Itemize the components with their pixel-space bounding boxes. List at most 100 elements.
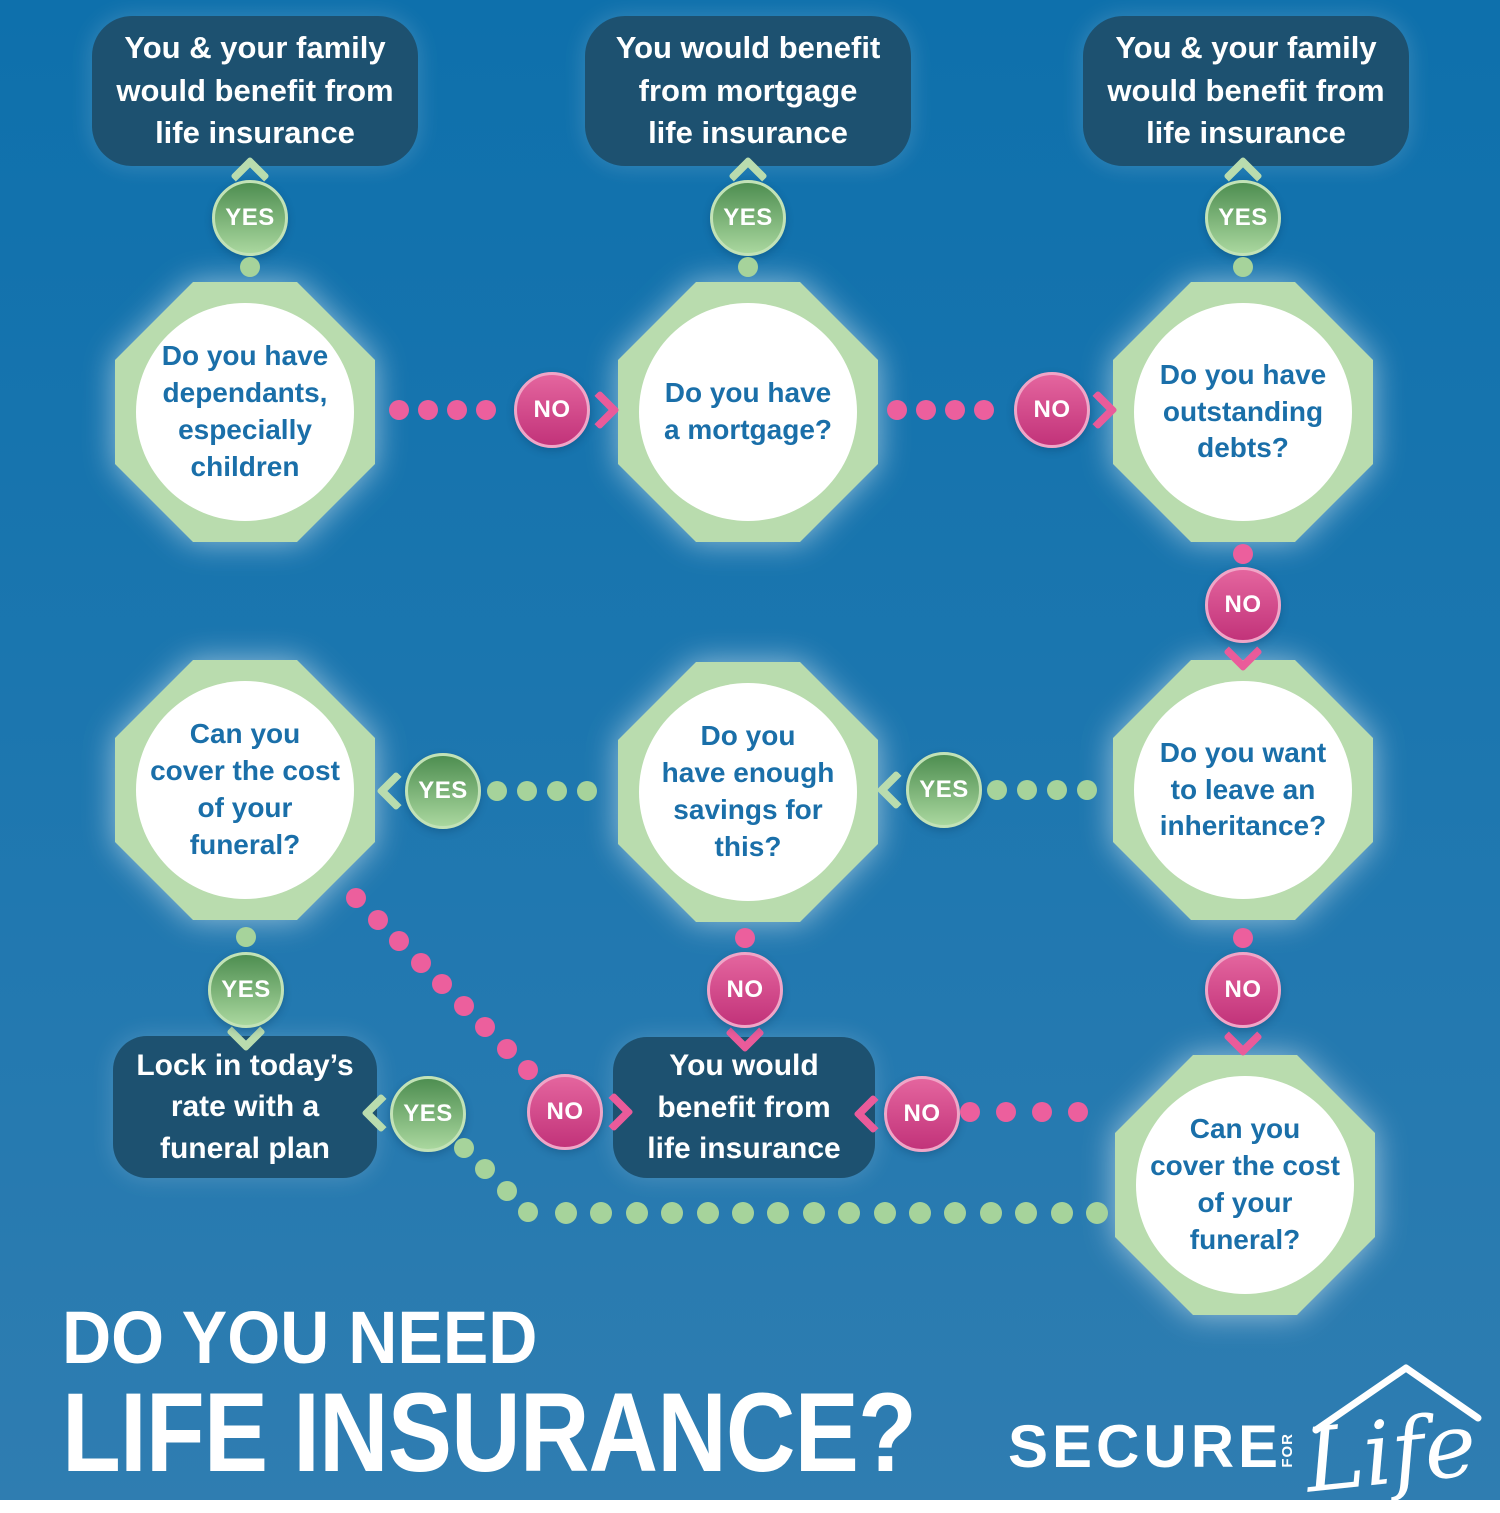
question-circle: Can you cover the cost of your funeral? — [1136, 1076, 1354, 1294]
connector-dot — [389, 400, 409, 420]
connector-dot — [944, 1202, 967, 1224]
connector-dot — [496, 1180, 517, 1201]
question-octagon-savings: Do you have enough savings for this? — [618, 662, 878, 922]
question-line: dependants, — [162, 377, 328, 409]
yes-badge: YES — [405, 753, 481, 829]
connector-dot — [432, 974, 452, 994]
connector-dot — [802, 1202, 825, 1224]
connector-dot — [1050, 1202, 1073, 1224]
connector-dot — [454, 1138, 474, 1158]
question-line: of your — [197, 792, 293, 823]
connector-dot — [517, 1201, 538, 1222]
question-line: cover the cost — [150, 755, 340, 787]
question-line: have enough — [661, 757, 835, 789]
question-circle: Do you have outstanding debts? — [1134, 303, 1352, 521]
connector-dot — [987, 780, 1007, 800]
question-line: Do you — [700, 720, 796, 752]
no-badge: NO — [884, 1076, 960, 1152]
question-line: Do you have — [161, 340, 329, 372]
connector-dot — [996, 1102, 1016, 1122]
outcome-line: life insurance — [1146, 115, 1346, 151]
question-line: a mortgage? — [663, 414, 833, 445]
question-octagon-inheritance: Do you want to leave an inheritance? — [1113, 660, 1373, 920]
connector-dot — [1233, 928, 1253, 948]
yes-label: YES — [1218, 204, 1268, 231]
question-line: funeral? — [189, 828, 301, 860]
connector-dot — [1017, 780, 1037, 800]
house-roof-icon — [1312, 1364, 1482, 1434]
no-badge: NO — [527, 1074, 603, 1150]
connector-dot — [1233, 257, 1253, 277]
connector-dot — [1233, 544, 1253, 564]
connector-dot — [517, 781, 537, 801]
no-label: NO — [1033, 396, 1071, 423]
connector-dot — [887, 400, 907, 420]
connector-dot — [590, 1202, 613, 1224]
question-line: especially — [178, 414, 312, 445]
outcome-line: would benefit from — [116, 72, 394, 108]
question-line: Can you — [189, 718, 301, 750]
question-line: debts? — [1197, 432, 1289, 464]
logo-for-text: FOR — [1279, 1433, 1297, 1468]
connector-dot — [236, 927, 256, 947]
outcome-line: Lock in today’s — [136, 1048, 354, 1082]
question-line: children — [190, 450, 300, 482]
question-octagon-dependants: Do you have dependants, especially child… — [115, 282, 375, 542]
connector-dot — [738, 257, 758, 277]
no-badge: NO — [1014, 372, 1090, 448]
connector-dot — [735, 928, 755, 948]
no-label: NO — [1224, 976, 1262, 1003]
connector-dot — [555, 1202, 577, 1224]
connector-dot — [447, 400, 467, 420]
no-label: NO — [533, 396, 571, 423]
outcome-line: life insurance — [648, 115, 848, 151]
connector-dot — [767, 1202, 790, 1224]
connector-dot — [577, 781, 597, 801]
yes-label: YES — [225, 204, 275, 231]
outcome-box-family-left: You & your family would benefit from lif… — [92, 16, 418, 166]
connector-dot — [1047, 780, 1067, 800]
connector-dot — [367, 909, 388, 930]
outcome-line: You would benefit — [615, 29, 881, 65]
outcome-line: life insurance — [647, 1132, 841, 1166]
question-line: cover the cost — [1150, 1150, 1340, 1182]
question-line: savings for — [673, 794, 823, 825]
yes-badge: YES — [710, 180, 786, 256]
question-line: of your — [1197, 1187, 1293, 1218]
logo-secure-text: SECURE — [1008, 1412, 1283, 1480]
connector-dot — [476, 400, 496, 420]
connector-dot — [1077, 780, 1097, 800]
question-circle: Can you cover the cost of your funeral? — [136, 681, 354, 899]
question-octagon-mortgage: Do you have a mortgage? — [618, 282, 878, 542]
outcome-line: You would — [669, 1049, 819, 1083]
connector-dot — [475, 1159, 496, 1180]
question-line: Do you have — [1159, 358, 1327, 390]
question-octagon-debts: Do you have outstanding debts? — [1113, 282, 1373, 542]
outcome-line: You & your family — [1115, 29, 1377, 65]
question-circle: Do you have dependants, especially child… — [136, 303, 354, 521]
no-label: NO — [546, 1098, 584, 1125]
no-label: NO — [903, 1100, 941, 1127]
connector-dot — [453, 995, 474, 1016]
question-circle: Do you have a mortgage? — [639, 303, 857, 521]
outcome-box-mortgage: You would benefit from mortgage life ins… — [585, 16, 911, 166]
outcome-line: You & your family — [124, 29, 386, 65]
title-line-2: LIFE INSURANCE? — [62, 1369, 917, 1495]
no-badge: NO — [514, 372, 590, 448]
no-badge: NO — [1205, 567, 1281, 643]
connector-dot — [979, 1202, 1002, 1224]
connector-dot — [496, 1038, 517, 1059]
connector-dot — [732, 1202, 754, 1224]
connector-dot — [389, 931, 409, 951]
connector-dot — [1086, 1202, 1108, 1224]
connector-dot — [418, 400, 438, 420]
yes-label: YES — [418, 777, 468, 804]
question-line: inheritance? — [1159, 810, 1327, 842]
yes-label: YES — [919, 776, 969, 803]
connector-dot — [945, 400, 965, 420]
question-line: Do you want — [1159, 736, 1327, 768]
secure-for-life-logo: SECURE FOR Life — [1008, 1364, 1482, 1513]
no-label: NO — [1224, 591, 1262, 618]
question-octagon-funeral-cost: Can you cover the cost of your funeral? — [115, 660, 375, 920]
